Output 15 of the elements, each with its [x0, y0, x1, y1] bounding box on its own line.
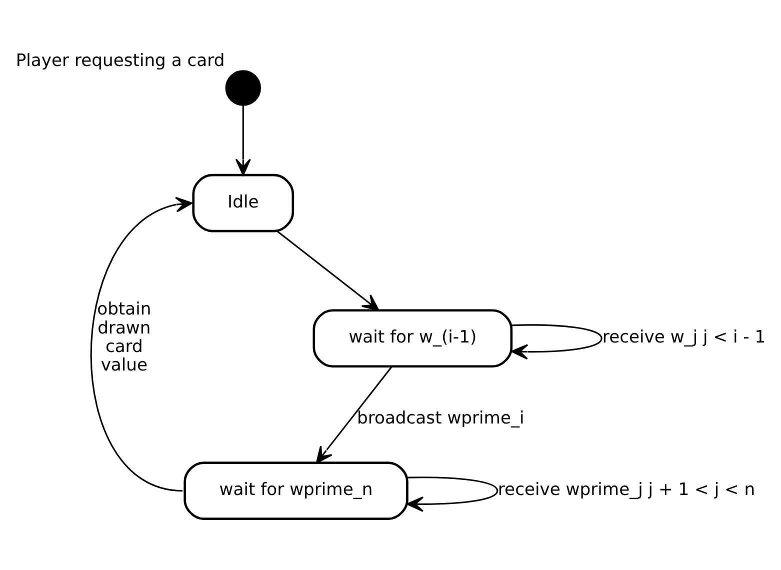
- edge-label: receive wprime_j j + 1 < j < n: [498, 480, 756, 500]
- node-circle: [225, 70, 262, 106]
- arrow: [235, 104, 251, 176]
- arrow: [316, 366, 392, 464]
- arrow: [406, 476, 498, 512]
- node-box: wait for w_(i-1): [312, 308, 513, 368]
- edge-label: receive w_j j < i - 1: [602, 327, 766, 348]
- node-box: Idle: [192, 173, 294, 232]
- edge-label: obtain drawn card value: [97, 299, 152, 376]
- arrow: [276, 230, 380, 310]
- edge-label: broadcast wprime_i: [357, 408, 524, 428]
- arrow: [90, 196, 193, 492]
- node-box: wait for wprime_n: [184, 461, 408, 520]
- node-label: Player requesting a card: [16, 50, 225, 70]
- arrow: [511, 324, 602, 360]
